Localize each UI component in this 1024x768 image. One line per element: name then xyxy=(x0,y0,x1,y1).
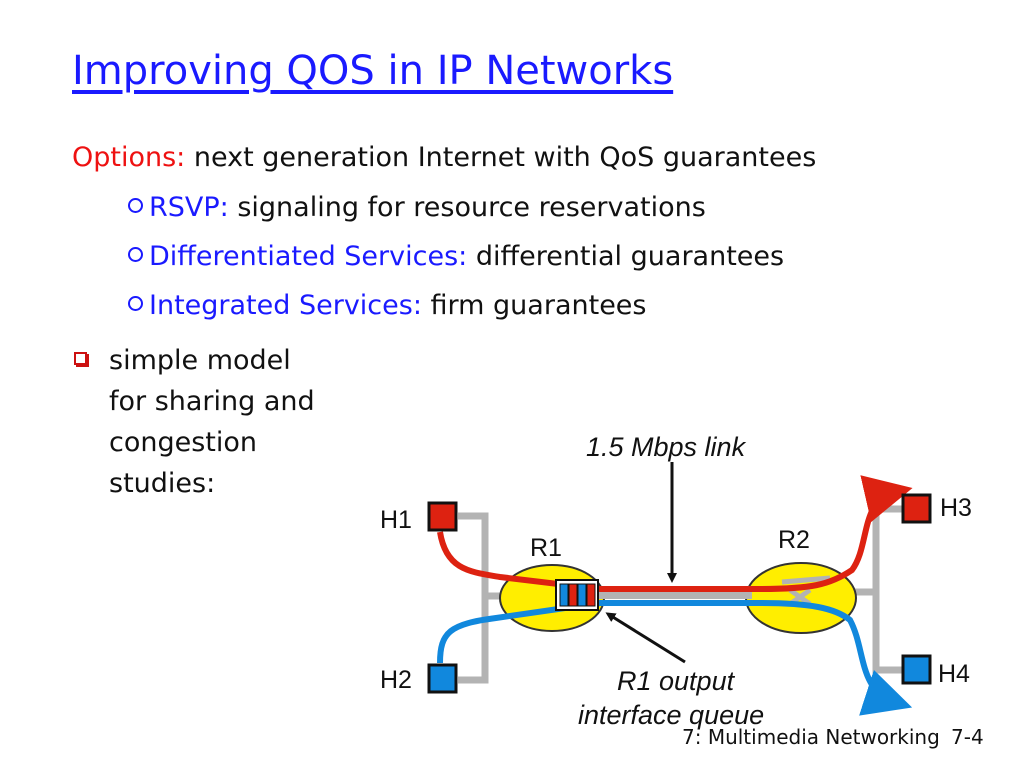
slide-title: Improving QOS in IP Networks xyxy=(72,48,674,94)
sub-bullet-text: signaling for resource reservations xyxy=(237,192,706,223)
bullet-line: congestion xyxy=(109,427,258,458)
bullet-line: simple model xyxy=(109,345,291,376)
sub-bullet-rsvp: RSVP: signaling for resource reservation… xyxy=(128,192,706,223)
bullet-line: studies: xyxy=(109,468,216,499)
options-line: Options: next generation Internet with Q… xyxy=(72,142,816,173)
host-h1-icon xyxy=(427,501,458,532)
host-h4-icon xyxy=(901,654,932,685)
router-r1-label: R1 xyxy=(530,534,562,562)
router-r2-label: R2 xyxy=(778,526,810,554)
host-h1-label: H1 xyxy=(380,506,412,534)
output-queue xyxy=(555,579,599,611)
sub-bullet-intserv: Integrated Services: firm guarantees xyxy=(128,290,646,321)
square-bullet-icon xyxy=(74,352,89,367)
sub-bullet-label: Integrated Services: xyxy=(149,290,422,321)
options-label: Options: xyxy=(72,142,186,173)
bullet-paragraph: simple model for sharing and congestion … xyxy=(109,340,369,504)
footer-chapter: 7: Multimedia Networking xyxy=(682,725,940,749)
queue-label-line-1: R1 output xyxy=(617,666,736,696)
sub-bullet-label: RSVP: xyxy=(149,192,229,223)
red-flow-path xyxy=(437,475,913,592)
host-h4-label: H4 xyxy=(938,660,970,688)
sub-bullet-label: Differentiated Services: xyxy=(149,241,468,272)
circle-bullet-icon xyxy=(128,296,143,311)
options-text: next generation Internet with QoS guaran… xyxy=(193,142,817,173)
sub-bullet-text: differential guarantees xyxy=(475,241,785,272)
host-h3-label: H3 xyxy=(940,494,972,522)
circle-bullet-icon xyxy=(128,198,143,213)
sub-bullet-diffserv: Differentiated Services: differential gu… xyxy=(128,241,784,272)
queue-label-arrow xyxy=(605,612,686,664)
sub-bullet-text: firm guarantees xyxy=(430,290,647,321)
footer-page-number: 7-4 xyxy=(951,725,984,749)
link-label: 1.5 Mbps link xyxy=(586,432,747,462)
host-h3-icon xyxy=(901,493,932,524)
host-h2-label: H2 xyxy=(380,666,412,694)
host-h2-icon xyxy=(427,663,458,694)
blue-flow-path xyxy=(437,600,913,716)
circle-bullet-icon xyxy=(128,247,143,262)
bullet-line: for sharing and xyxy=(109,386,315,417)
queue-label-line-2: interface queue xyxy=(578,700,764,730)
